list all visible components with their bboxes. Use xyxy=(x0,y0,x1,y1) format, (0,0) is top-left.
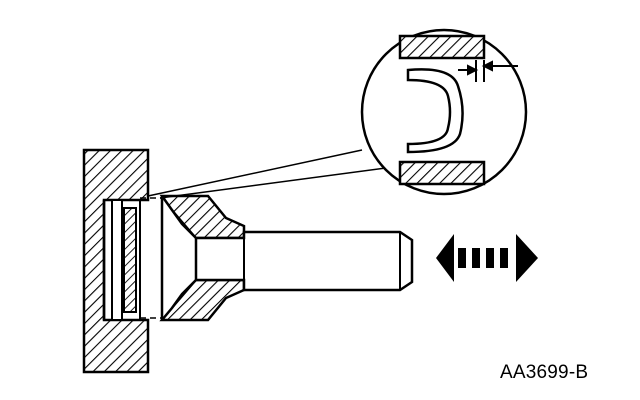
detail-leader-lines xyxy=(147,149,387,199)
detail-housing-top xyxy=(398,34,486,60)
clearance-measurement-arrows-icon xyxy=(458,60,518,82)
center-lines xyxy=(140,197,172,319)
shaft xyxy=(194,230,414,292)
seal-rollers xyxy=(123,207,137,313)
detail-seal-lip xyxy=(406,68,464,154)
flange-upper xyxy=(159,194,246,240)
bearing-seal xyxy=(111,199,141,321)
housing xyxy=(82,148,150,374)
flange-lower xyxy=(159,278,246,322)
figure-label: AA3699-B xyxy=(500,362,589,383)
detail-view xyxy=(360,28,528,196)
detail-housing-bottom xyxy=(398,160,486,186)
double-headed-dashed-arrow-icon xyxy=(436,234,538,282)
seal-outer-race xyxy=(111,199,123,321)
